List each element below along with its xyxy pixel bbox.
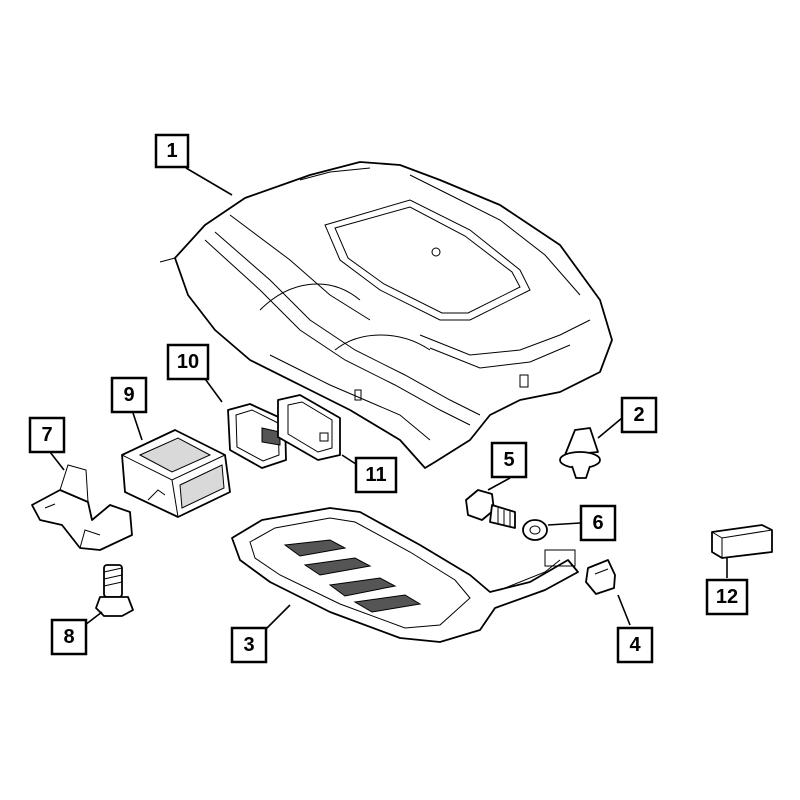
callout-11: 11 [354,456,398,494]
leader-3 [264,604,291,631]
callout-2-label: 2 [633,404,644,426]
leader-1 [185,167,233,196]
leader-2 [597,417,623,439]
leader-4 [617,594,631,626]
callout-6: 6 [579,504,617,542]
callout-3-label: 3 [243,634,254,656]
callout-2: 2 [620,396,658,434]
bezel-housing-part [227,403,287,469]
callout-7-label: 7 [41,424,52,446]
leader-7 [49,451,65,471]
callout-4: 4 [616,626,654,664]
callout-10: 10 [166,343,210,381]
callout-4-label: 4 [629,634,641,656]
mounting-frame-part [277,394,341,461]
bracket-part [31,464,133,551]
callout-7: 7 [28,416,66,454]
leader-5 [487,477,511,491]
screw-part [465,489,516,529]
callout-12-label: 12 [716,586,738,608]
callout-11-label: 11 [365,464,386,486]
washer-part [522,519,548,541]
electronic-module-part [121,429,231,518]
callout-1: 1 [154,133,190,169]
callout-8: 8 [50,618,88,656]
leader-lines [49,167,728,631]
callout-5-label: 5 [503,449,514,471]
callout-10-label: 10 [177,351,199,373]
callout-9: 9 [110,376,148,414]
leader-8 [84,611,103,626]
callout-12: 12 [705,578,749,616]
headliner-part [159,161,613,469]
overhead-tray-part [231,507,579,643]
callout-8-label: 8 [63,626,74,648]
callout-5: 5 [490,441,528,479]
foam-block-part [711,524,773,559]
retainer-clip-part [585,559,616,595]
leader-6 [547,522,581,526]
push-clip-part [559,427,601,479]
callout-3: 3 [230,626,268,664]
callout-6-label: 6 [592,512,603,534]
leader-9 [131,409,143,441]
callout-1-label: 1 [166,140,177,162]
callout-9-label: 9 [123,384,134,406]
bolt-part [95,564,134,617]
